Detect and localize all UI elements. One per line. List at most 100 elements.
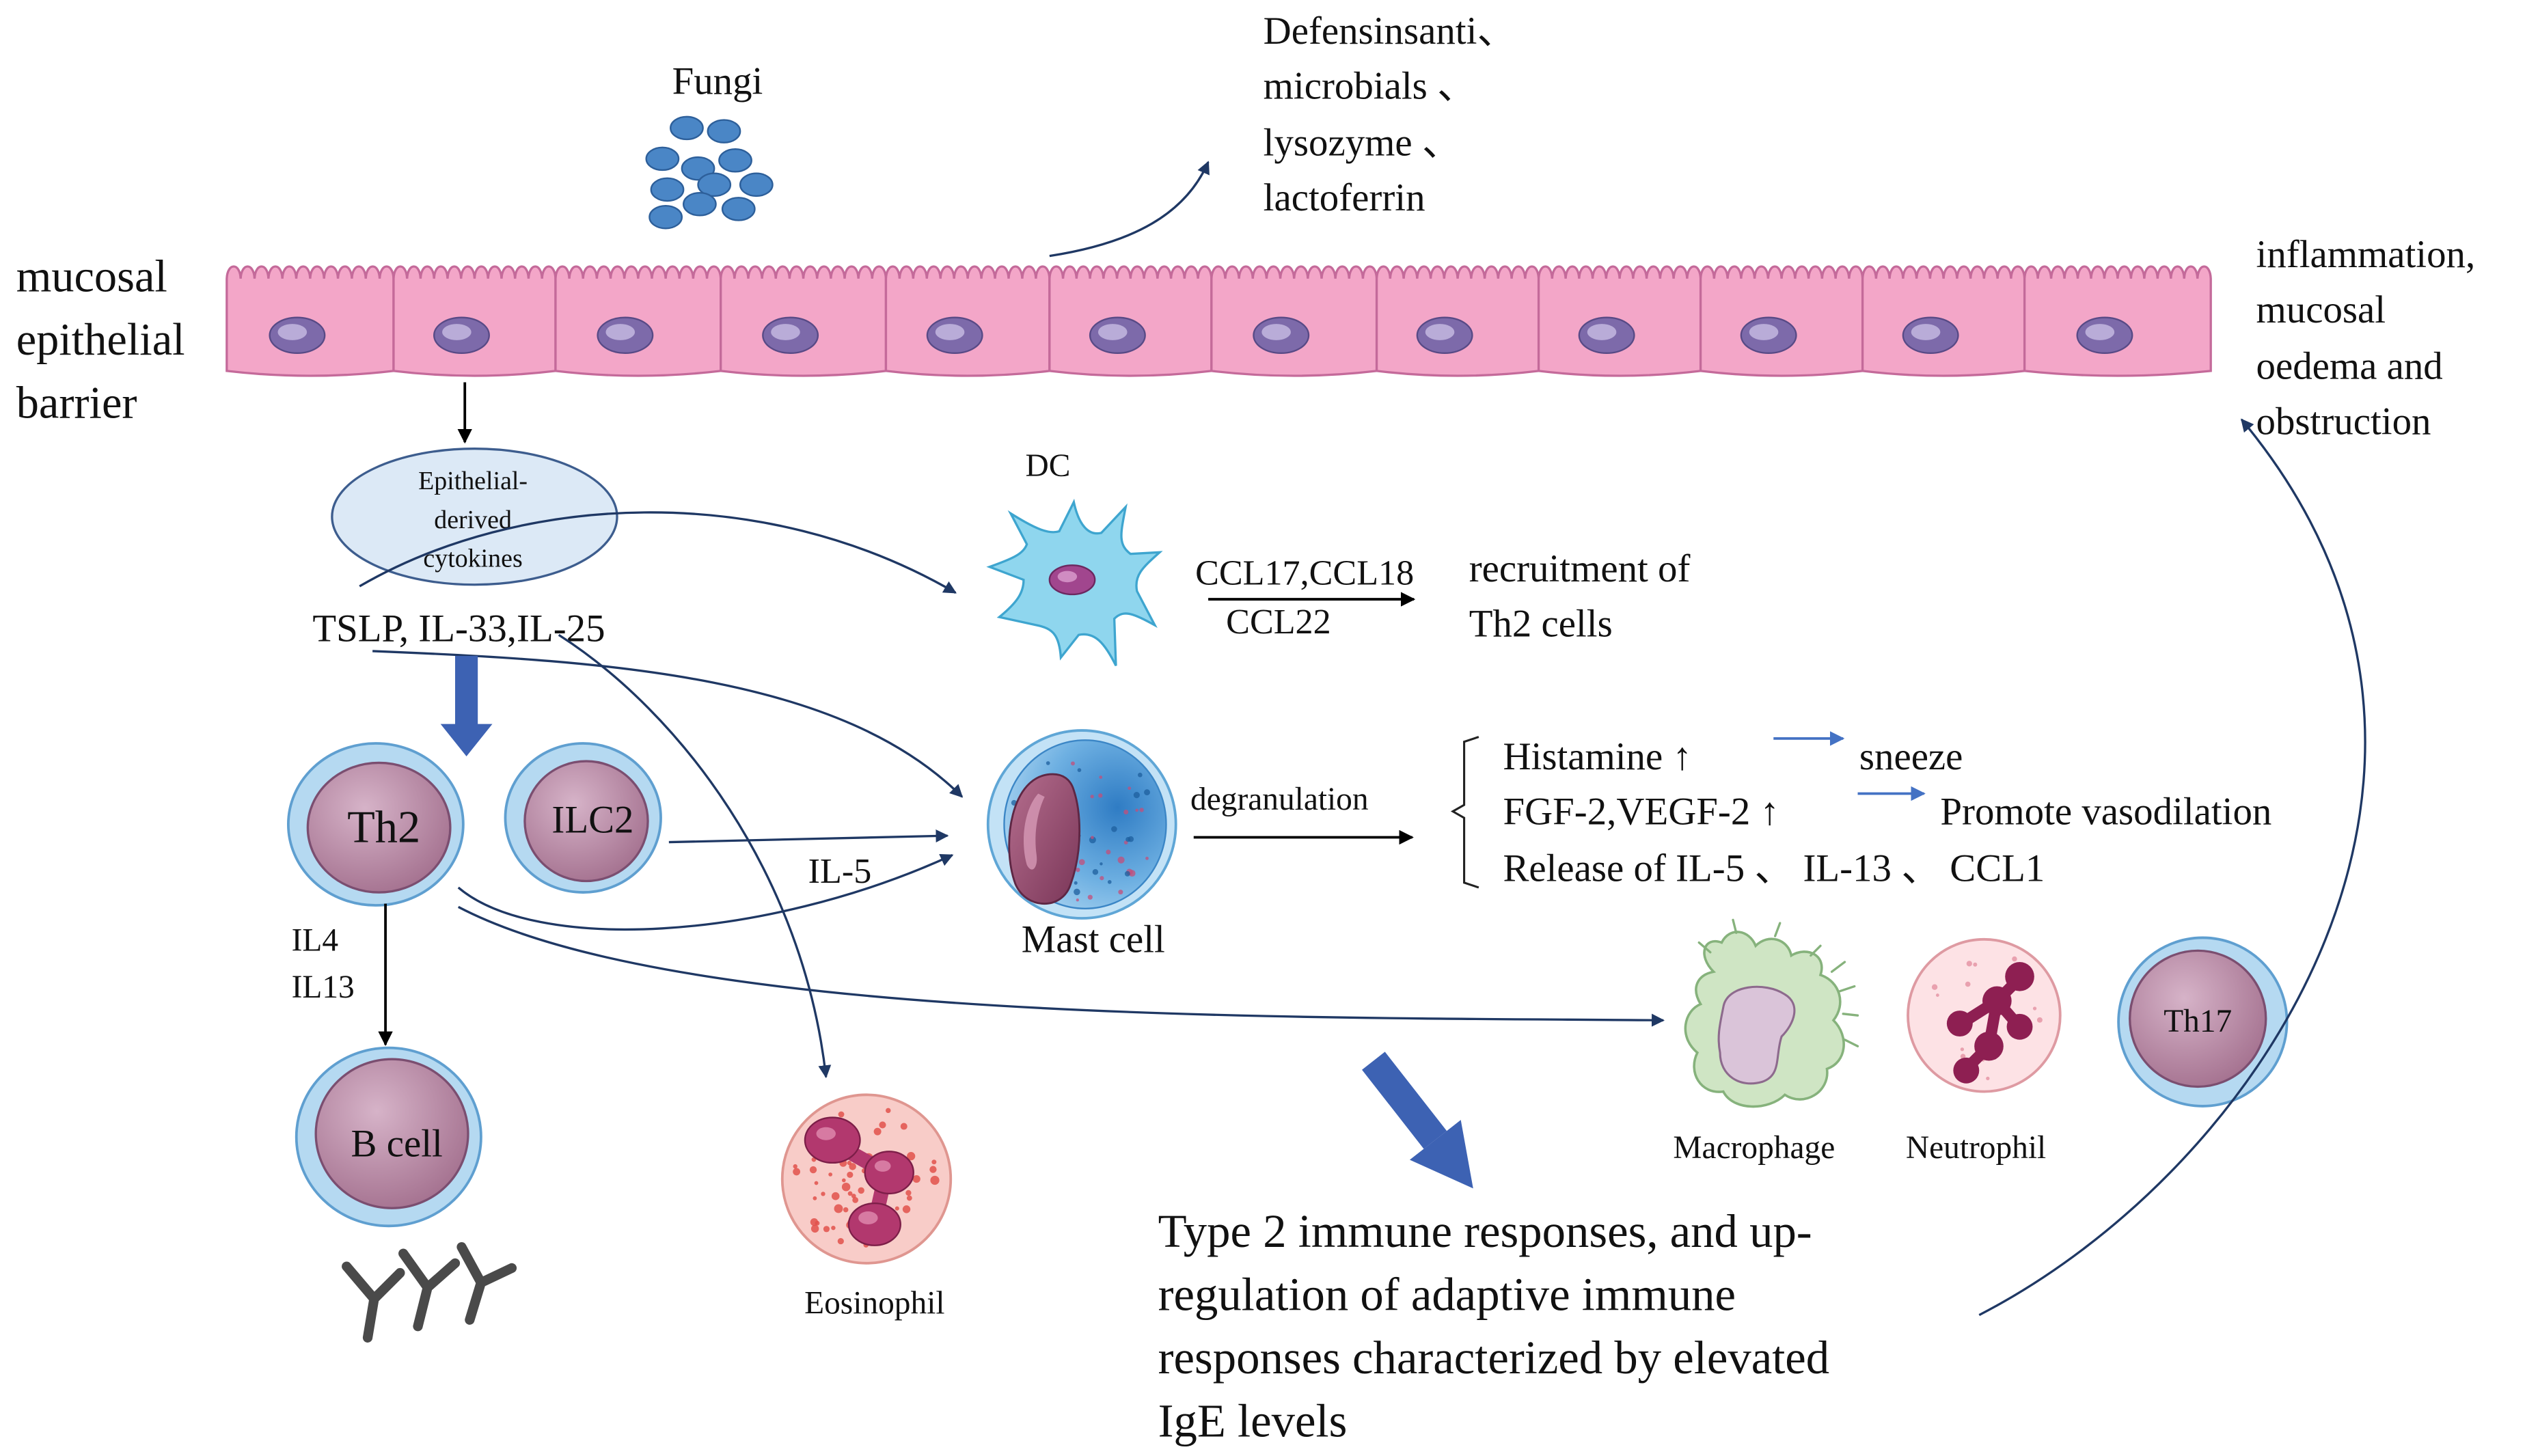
- mast-cell-granule: [1133, 792, 1140, 799]
- mast-cell-granule: [1117, 856, 1125, 864]
- eosinophil-granule: [828, 1172, 833, 1177]
- epithelial-cell-nucleus-highlight: [1749, 324, 1779, 340]
- fungus-spore: [650, 177, 685, 202]
- eosinophil-granule: [823, 1226, 830, 1233]
- epithelial-cell: [1048, 265, 1213, 377]
- big-arrow-to-th2: [440, 656, 493, 756]
- cytokines-ellipse-line: Epithelial-: [418, 467, 528, 495]
- eosinophil-granule: [843, 1207, 849, 1213]
- eosinophil-lobe: [847, 1202, 901, 1246]
- epithelial-cell-nucleus-highlight: [1097, 324, 1128, 340]
- barrier-label: mucosal epithelial barrier: [16, 252, 185, 428]
- cytokines-ellipse-line: derived: [434, 506, 512, 534]
- eosinophil-granule: [902, 1205, 911, 1213]
- epithelial-cell-nucleus-highlight: [605, 324, 636, 340]
- mast-cell-granule: [1118, 890, 1123, 895]
- conclusion-line: IgE levels: [1158, 1395, 1348, 1446]
- mast-cell-granule: [1107, 880, 1112, 884]
- mast-cell-granule: [1100, 862, 1103, 866]
- epithelial-cell-nucleus-highlight: [1587, 324, 1617, 340]
- barrier-label-line: epithelial: [16, 315, 185, 365]
- epithelial-cell-nucleus-highlight: [935, 324, 965, 340]
- fungus-spore: [739, 172, 774, 197]
- antibodies: [342, 1242, 517, 1343]
- mast-cell-granule: [1098, 793, 1103, 798]
- fungus-spore: [683, 191, 717, 217]
- barrier-label-line: mucosal: [16, 252, 167, 302]
- mast-cell: Mast cell: [986, 729, 1177, 961]
- neutrophil-lobe: [1946, 1011, 1973, 1037]
- mast-cell-granule: [1074, 888, 1080, 896]
- epithelial-barrier: [226, 265, 2212, 377]
- b-cell-label: B cell: [351, 1122, 443, 1165]
- arrow-th2-to-mast-cell: [457, 854, 954, 931]
- b-cell: B cell: [295, 1046, 482, 1228]
- epithelial-cell-nucleus-highlight: [442, 324, 472, 340]
- mast-cell-granule: [1125, 836, 1131, 842]
- effect-release: Release of IL-5 、 IL-13 、 CCL1: [1503, 847, 2045, 890]
- neutrophil-granule: [1973, 962, 1978, 967]
- antibody-icon: [456, 1242, 517, 1325]
- antimicrobials-line: lysozyme 、: [1264, 122, 1461, 165]
- arrow-cytokines-to-dc: [359, 511, 957, 594]
- eosinophil-granule: [793, 1168, 801, 1176]
- mast-cell-granule: [1124, 870, 1130, 877]
- fungi-spores: [645, 115, 774, 230]
- epithelial-cell: [1375, 265, 1540, 377]
- macrophage-nucleus: [1717, 985, 1796, 1085]
- eosinophil-granule: [847, 1191, 853, 1196]
- big-arrow-shaft: [1362, 1052, 1447, 1149]
- dc-chemokines-line2: CCL22: [1226, 603, 1331, 642]
- conclusion-line: responses characterized by elevated: [1158, 1332, 1830, 1384]
- conclusion-line: regulation of adaptive immune: [1158, 1269, 1736, 1321]
- dc-chemokines-line1: CCL17,CCL18: [1195, 554, 1414, 593]
- ilc2-cell-nucleus: [523, 760, 649, 883]
- antimicrobials-text: Defensinsanti、 microbials 、 lysozyme 、 l…: [1264, 10, 1516, 219]
- epithelial-cell: [554, 265, 722, 377]
- mast-cell-granule: [1145, 856, 1149, 860]
- eosinophil-granule: [831, 1225, 836, 1231]
- eosinophil-granule: [905, 1190, 912, 1196]
- eosinophil-granule: [849, 1163, 856, 1170]
- macrophage-pseudopods: [1697, 918, 1859, 1047]
- effect-vasodilation: Promote vasodilation: [1940, 791, 2271, 834]
- epithelial-cell: [2023, 265, 2212, 377]
- th2-label: Th2: [347, 803, 420, 853]
- fungus-spore: [697, 172, 732, 197]
- arrow-th2-to-macrophage: [457, 905, 1665, 1027]
- macrophage-label: Macrophage: [1673, 1130, 1835, 1166]
- eosinophil-lobe: [804, 1116, 861, 1164]
- mast-cell-granule: [1076, 898, 1079, 902]
- neutrophil-granule: [2012, 956, 2017, 962]
- eosinophil-granule: [814, 1181, 819, 1185]
- th17-cell-nucleus: [2129, 949, 2267, 1088]
- mast-cell-granule: [1128, 786, 1132, 791]
- antibody-icon: [398, 1248, 461, 1332]
- mast-cell-granule: [1144, 789, 1150, 796]
- big-arrow-head: [440, 724, 493, 756]
- mast-cell-granule: [1077, 768, 1082, 772]
- eosinophil-granule: [815, 1220, 820, 1226]
- epithelial-cell: [1699, 265, 1864, 377]
- outcome-line: inflammation,: [2256, 233, 2476, 276]
- mast-cell-granule: [1099, 775, 1103, 779]
- ilc2-cell: ILC2: [504, 742, 662, 894]
- arrow-cytokines-to-eosinophil: [558, 633, 832, 1079]
- macrophage-cell: Macrophage: [1673, 918, 1859, 1166]
- eosinophil-nucleus: [804, 1116, 914, 1246]
- eosinophil-cell: Eosinophil: [780, 1093, 953, 1321]
- eosinophil-granule: [879, 1121, 886, 1129]
- epithelial-cell-nucleus-highlight: [277, 324, 308, 340]
- neutrophil-lobe: [2005, 961, 2034, 991]
- neutrophil-granule: [1960, 1047, 1965, 1052]
- neutrophil-lobe: [1953, 1057, 1980, 1084]
- fungus-spore: [649, 204, 683, 230]
- epithelial-cell-nucleus-highlight: [1261, 324, 1291, 340]
- mast-cell-granule: [1074, 881, 1078, 885]
- th2-mediator-line: IL13: [292, 970, 355, 1005]
- big-arrow-head: [1409, 1120, 1473, 1189]
- ilc2-label: ILC2: [551, 798, 633, 841]
- eosinophil-granule: [907, 1152, 916, 1161]
- mast-cell-granule: [1139, 808, 1144, 812]
